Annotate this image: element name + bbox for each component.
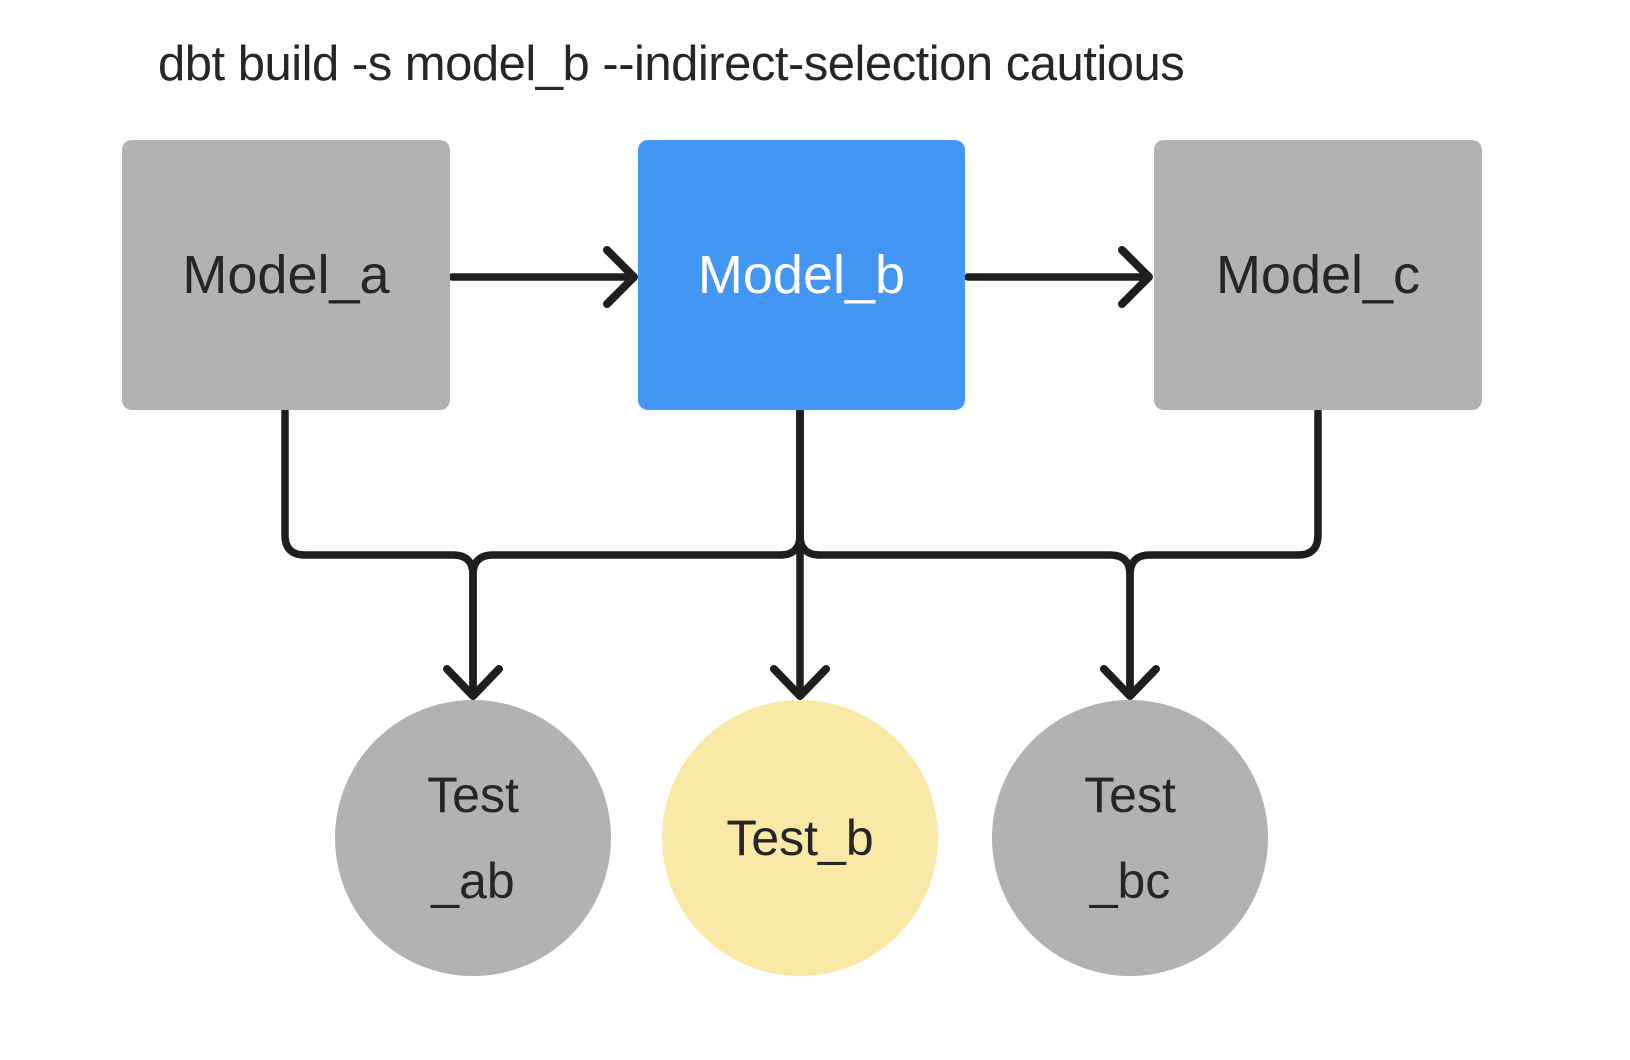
node-model-b-selected: Model_b [638,140,965,410]
arrowhead-model-c-input [1118,246,1153,308]
edge-model-a-to-test-ab [281,407,477,692]
arrowhead-model-b-input [603,246,638,308]
node-test-bc-label-line1: Test [1084,767,1176,823]
node-test-ab-label-line2: _ab [431,853,515,909]
node-model-c-label: Model_c [1215,245,1421,305]
node-test-b-selected: Test_b [662,700,938,976]
edge-model-b-to-test-ab [469,407,804,692]
diagram-title: dbt build -s model_b --indirect-selectio… [158,37,1185,91]
arrowhead-test-ab-input [443,665,503,700]
node-test-b-label: Test_b [726,810,874,866]
edge-model-c-to-test-bc [1126,407,1322,692]
arrowhead-test-b-input [770,665,830,700]
node-model-b-label: Model_b [697,245,906,305]
node-model-a-label: Model_a [182,245,390,305]
node-test-bc: Test _bc [992,700,1268,976]
node-test-ab: Test _ab [335,700,611,976]
node-model-c: Model_c [1154,140,1482,410]
node-test-ab-label-line1: Test [427,767,519,823]
node-model-a: Model_a [122,140,450,410]
arrowhead-test-bc-input [1100,665,1160,700]
node-test-bc-label-line2: _bc [1089,853,1171,909]
edge-model-b-to-test-bc [796,407,1134,692]
